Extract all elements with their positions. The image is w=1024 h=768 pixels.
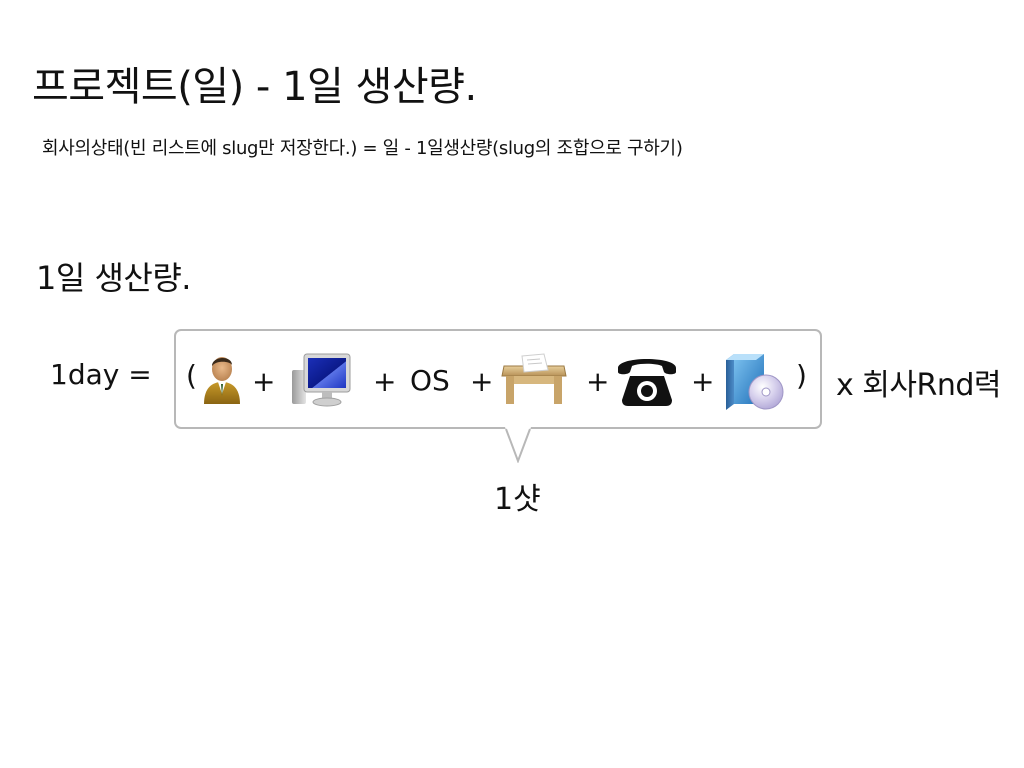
computer-icon — [292, 353, 351, 407]
telephone-icon — [618, 359, 676, 406]
person-icon — [204, 357, 240, 404]
formula-box — [174, 329, 822, 429]
slide-title: 프로젝트(일) - 1일 생산량. — [32, 64, 477, 110]
os-term: OS — [410, 364, 450, 397]
plus-sign: + — [470, 365, 494, 398]
open-paren: ( — [186, 359, 197, 392]
plus-sign: + — [586, 365, 610, 398]
software-box-icon — [726, 354, 784, 410]
section-title: 1일 생산량. — [36, 259, 191, 297]
plus-sign: + — [691, 365, 715, 398]
callout-tail — [505, 427, 531, 463]
formula-multiplier: x 회사Rnd력 — [836, 368, 1002, 403]
plus-sign: + — [373, 365, 397, 398]
slide-subtitle: 회사의상태(빈 리스트에 slug만 저장한다.) = 일 - 1일생산량(sl… — [42, 138, 683, 159]
close-paren: ) — [796, 359, 807, 392]
plus-sign: + — [252, 365, 276, 398]
formula-lhs: 1day = — [50, 358, 152, 391]
bubble-label: 1샷 — [494, 482, 541, 517]
desk-icon — [501, 353, 567, 404]
